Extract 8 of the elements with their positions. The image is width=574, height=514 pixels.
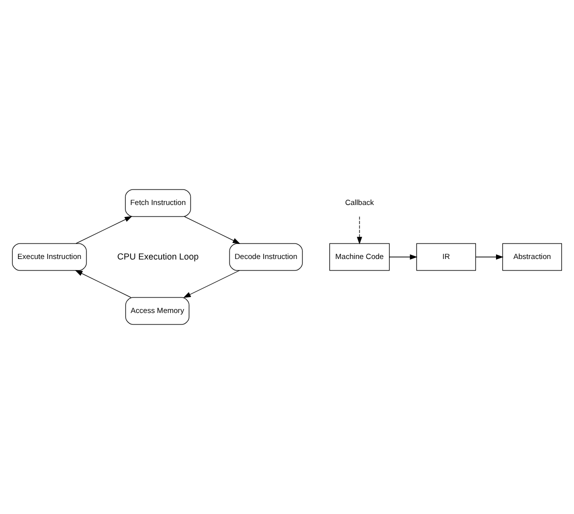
arrow [76, 216, 132, 244]
arrow [475, 254, 504, 260]
arrow [184, 216, 240, 244]
arrow [356, 216, 362, 244]
arrow [389, 254, 418, 260]
arrow [183, 270, 240, 298]
label: CPU Execution Loop [117, 251, 199, 262]
arrow [74, 270, 132, 298]
